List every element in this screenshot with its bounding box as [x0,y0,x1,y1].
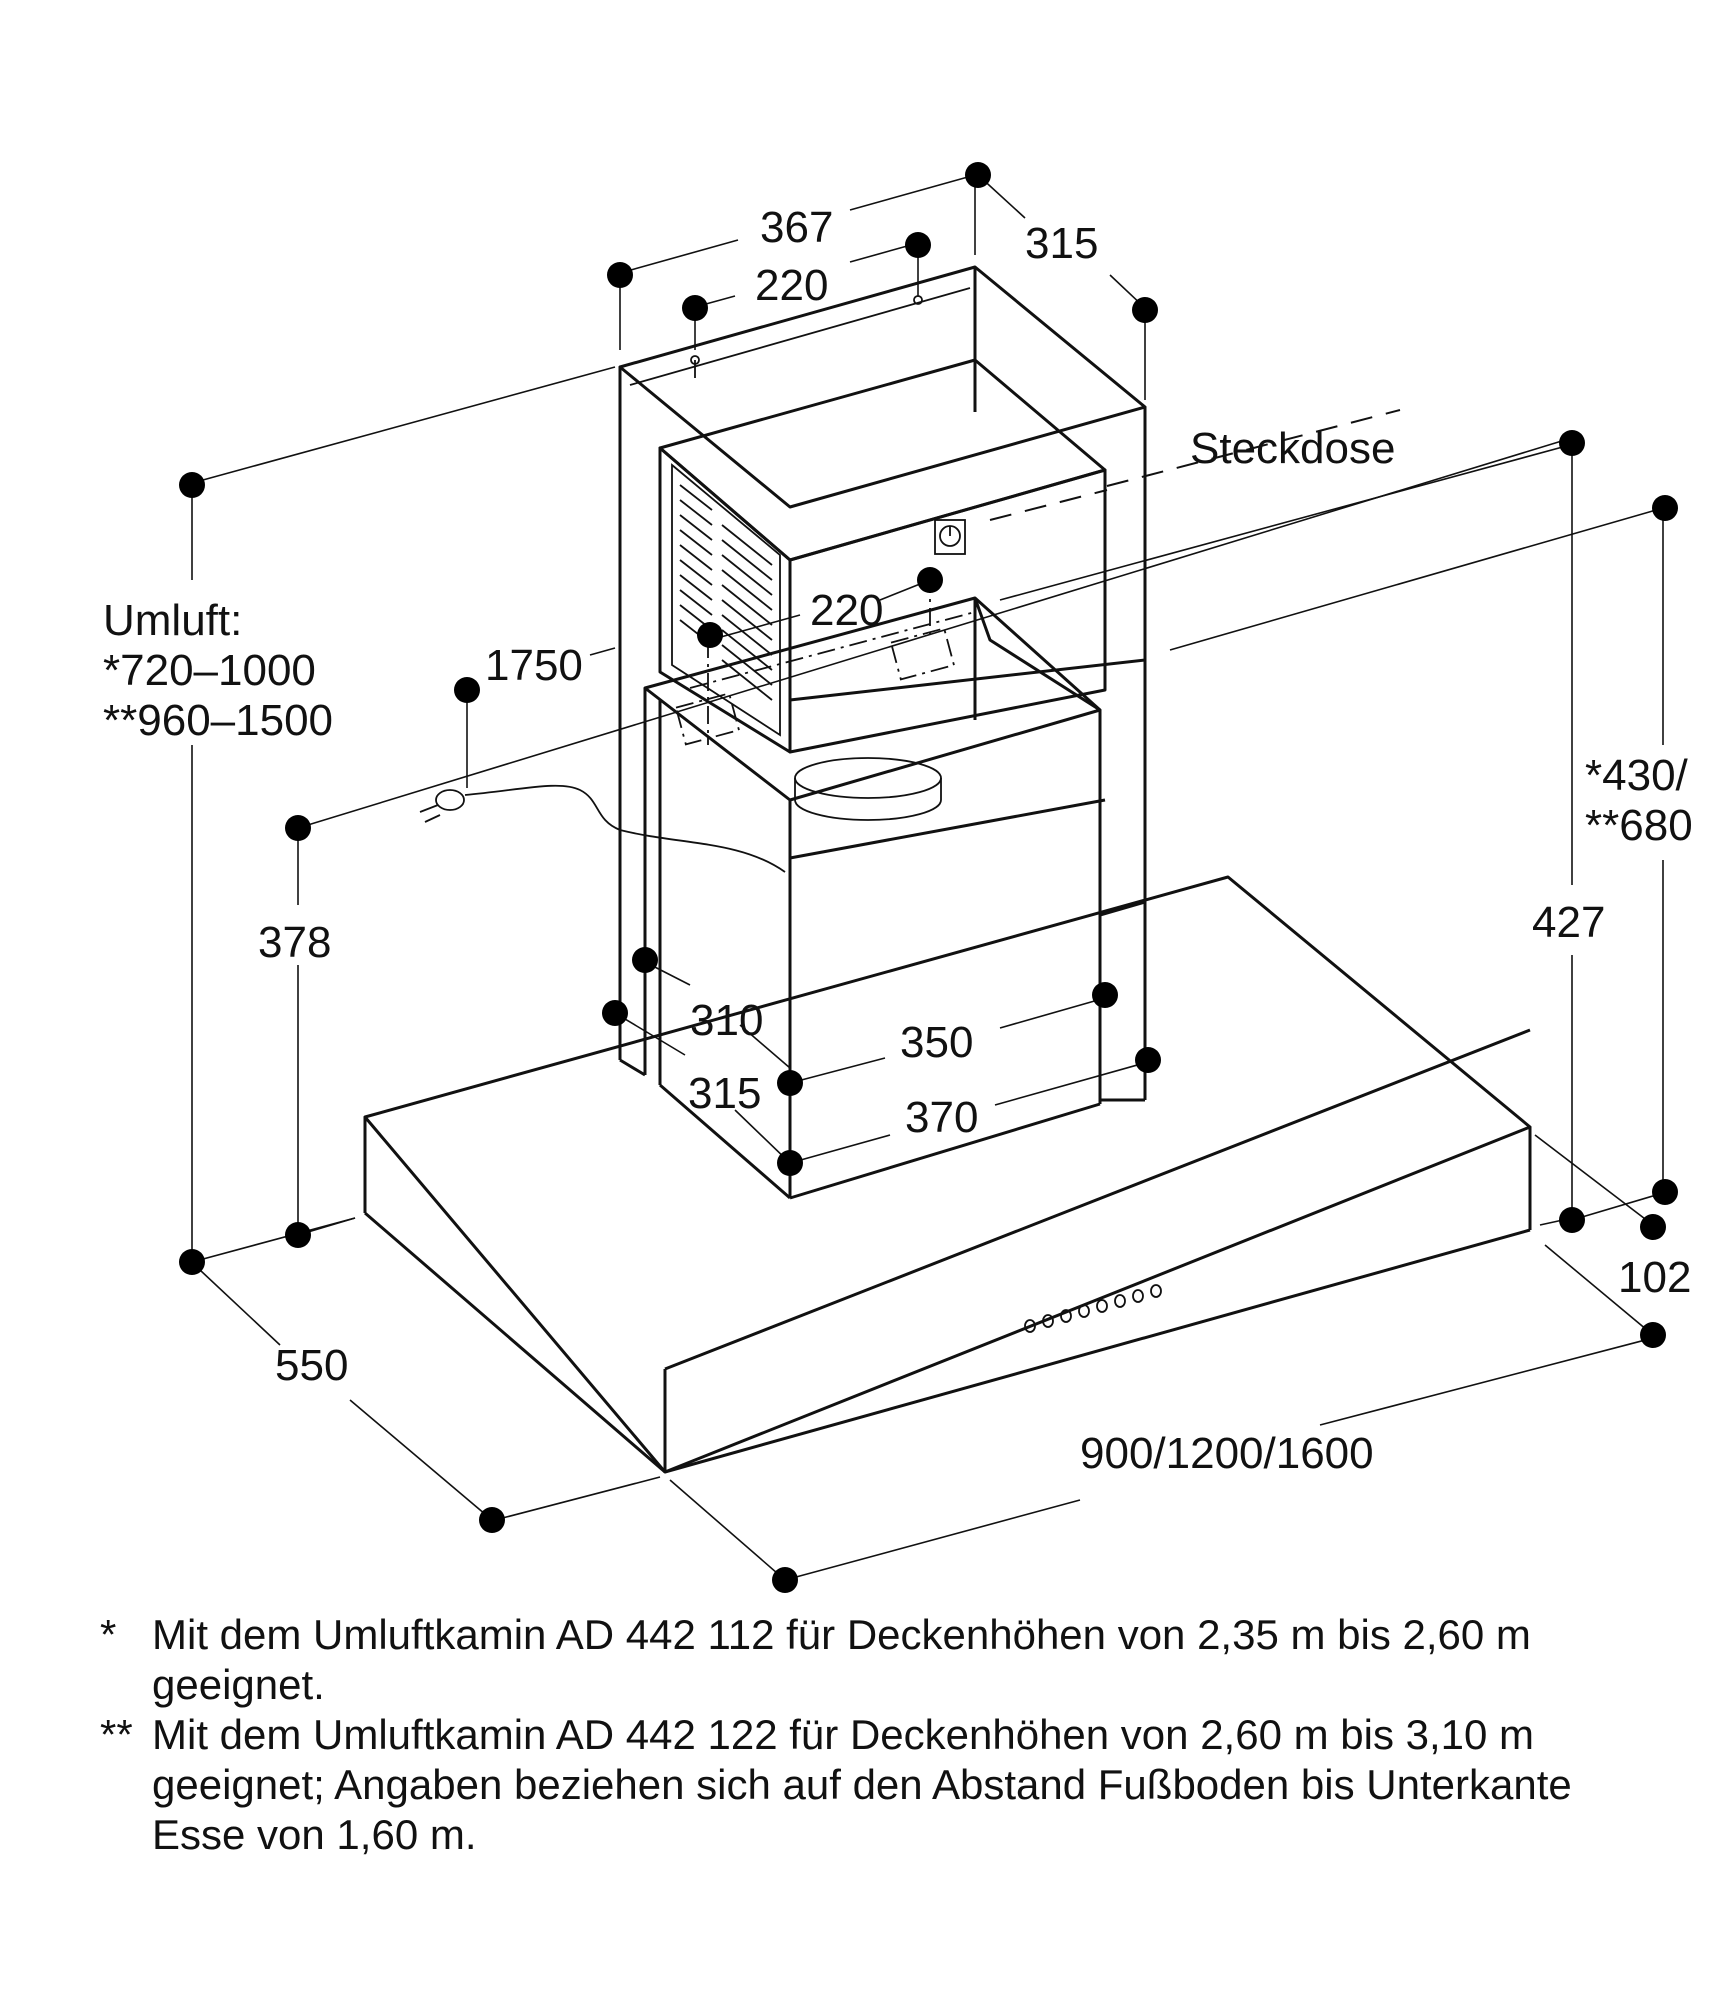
umluft-value-1: *720–1000 [103,646,316,695]
steckdose-label: Steckdose [1190,424,1395,473]
footnotes: * Mit dem Umluftkamin AD 442 112 für Dec… [100,1610,1660,1860]
dim-315-low: 315 [688,1069,761,1118]
dim-427: 427 [1532,898,1605,947]
dim-370: 370 [905,1093,978,1142]
dim-378: 378 [258,918,331,967]
footnote-1: * Mit dem Umluftkamin AD 442 112 für Dec… [100,1610,1660,1710]
footnote-2-mark: ** [100,1711,133,1758]
power-cord [419,784,786,873]
footnote-2-text: Mit dem Umluftkamin AD 442 122 für Decke… [152,1711,1572,1858]
right-value-2: **680 [1585,801,1693,850]
control-buttons [1024,1284,1162,1333]
chimney-upper [618,265,1147,1060]
dim-220-mid: 220 [810,586,883,635]
umluft-label: Umluft: [103,596,242,645]
dimension-lines [191,170,1664,1581]
dim-310: 310 [690,996,763,1045]
dimension-dots [179,162,1678,1593]
dim-1750: 1750 [485,641,583,690]
dim-315-top: 315 [1025,219,1098,268]
motor-box [658,358,1107,821]
footnote-2: ** Mit dem Umluftkamin AD 442 122 für De… [100,1710,1660,1860]
footnote-1-text: Mit dem Umluftkamin AD 442 112 für Decke… [152,1611,1531,1708]
umluft-value-2: **960–1500 [103,696,333,745]
dim-220-top: 220 [755,261,828,310]
footnote-1-mark: * [100,1611,117,1658]
hood-canopy [363,875,1532,1474]
right-value-1: *430/ [1585,751,1689,800]
dim-550: 550 [275,1341,348,1390]
dim-102: 102 [1618,1253,1691,1302]
dim-350: 350 [900,1018,973,1067]
dim-width: 900/1200/1600 [1080,1429,1374,1478]
dim-367: 367 [760,203,833,252]
chimney-lower [619,596,1147,1200]
dimension-labels: 367 315 220 Steckdose Umluft: *720–1000 … [103,203,1693,1478]
